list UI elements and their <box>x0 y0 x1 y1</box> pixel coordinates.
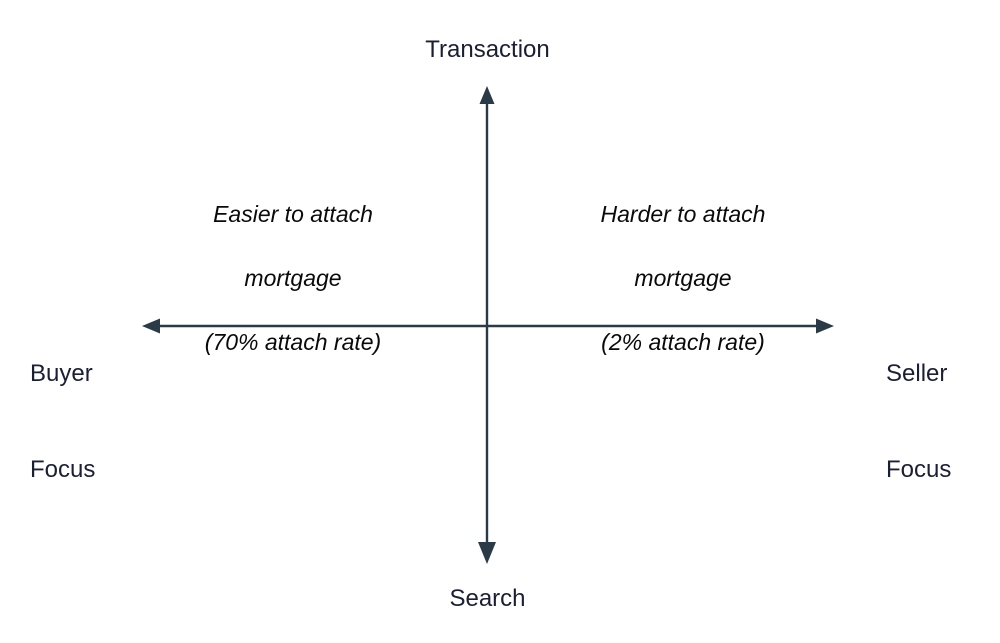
quadrant-label-upper-right: Harder to attach mortgage (2% attach rat… <box>558 166 808 390</box>
axis-arrowhead-up-icon <box>479 86 495 104</box>
quadrant-upper-left-line1: Easier to attach <box>213 201 373 227</box>
axis-label-seller-focus-line2: Focus <box>886 456 952 483</box>
axis-label-buyer-focus-line1: Buyer <box>30 360 93 387</box>
quadrant-upper-right-line2: mortgage <box>634 265 732 291</box>
quadrant-label-upper-left: Easier to attach mortgage (70% attach ra… <box>168 166 418 390</box>
axis-arrowhead-right-icon <box>816 318 834 334</box>
axis-label-search: Search <box>449 585 526 612</box>
axis-arrowhead-down-icon <box>478 542 496 564</box>
quadrant-upper-left-line3: (70% attach rate) <box>204 329 382 355</box>
axis-label-buyer-focus-line2: Focus <box>30 456 96 483</box>
axis-label-transaction: Transaction <box>425 36 550 63</box>
axis-label-buyer-focus: Buyer Focus <box>30 294 95 550</box>
axis-arrowhead-left-icon <box>142 318 160 334</box>
axis-label-seller-focus-line1: Seller <box>886 360 948 387</box>
quadrant-upper-right-line1: Harder to attach <box>600 201 766 227</box>
axis-label-seller-focus: Seller Focus <box>886 294 951 550</box>
quadrant-upper-right-line3: (2% attach rate) <box>601 329 765 355</box>
quadrant-upper-left-line2: mortgage <box>244 265 342 291</box>
